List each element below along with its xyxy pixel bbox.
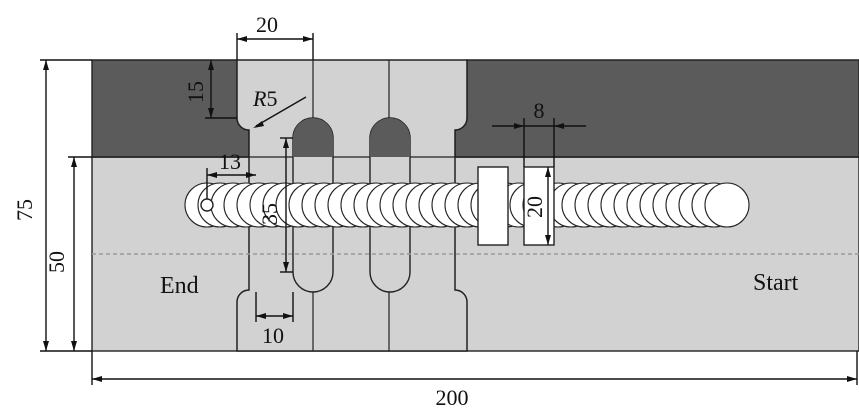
dim-upper-step <box>205 60 237 119</box>
dim-text-10: 10 <box>262 323 284 348</box>
dim-slot-length <box>280 137 293 273</box>
dim-text-r5: R5 <box>252 86 277 111</box>
dim-text-15: 15 <box>183 81 208 103</box>
dim-overall-height <box>40 59 92 352</box>
tab-rect <box>523 166 555 246</box>
dim-text-50: 50 <box>44 251 69 273</box>
dim-text-75: 75 <box>12 199 37 221</box>
dim-text-13: 13 <box>219 149 241 174</box>
weld-bead <box>184 182 750 228</box>
dim-tab-width <box>492 118 586 167</box>
dim-start-offset <box>206 168 256 200</box>
dim-lower-height <box>68 156 92 351</box>
dim-text-20-top: 20 <box>256 12 278 37</box>
fillet-r-value: 5 <box>266 86 277 111</box>
fillet-r-prefix: R <box>252 86 267 111</box>
dim-text-20-tab: 20 <box>522 196 547 218</box>
weld-circle <box>704 182 750 228</box>
dim-text-200: 200 <box>436 385 469 410</box>
tab-rect <box>477 166 509 246</box>
dim-slot-width <box>255 292 294 322</box>
upper-plate-left <box>91 59 250 158</box>
upper-plate-right <box>454 59 859 158</box>
dim-text-8: 8 <box>534 98 545 123</box>
dim-fillet-leader <box>253 96 307 128</box>
weld-start-hole <box>200 198 214 212</box>
end-label: End <box>160 273 199 299</box>
start-label: Start <box>753 270 799 296</box>
dim-tab-height <box>545 167 551 245</box>
dim-text-35: 35 <box>257 203 282 225</box>
dim-block-width <box>236 33 314 60</box>
dim-overall-length <box>91 351 858 385</box>
